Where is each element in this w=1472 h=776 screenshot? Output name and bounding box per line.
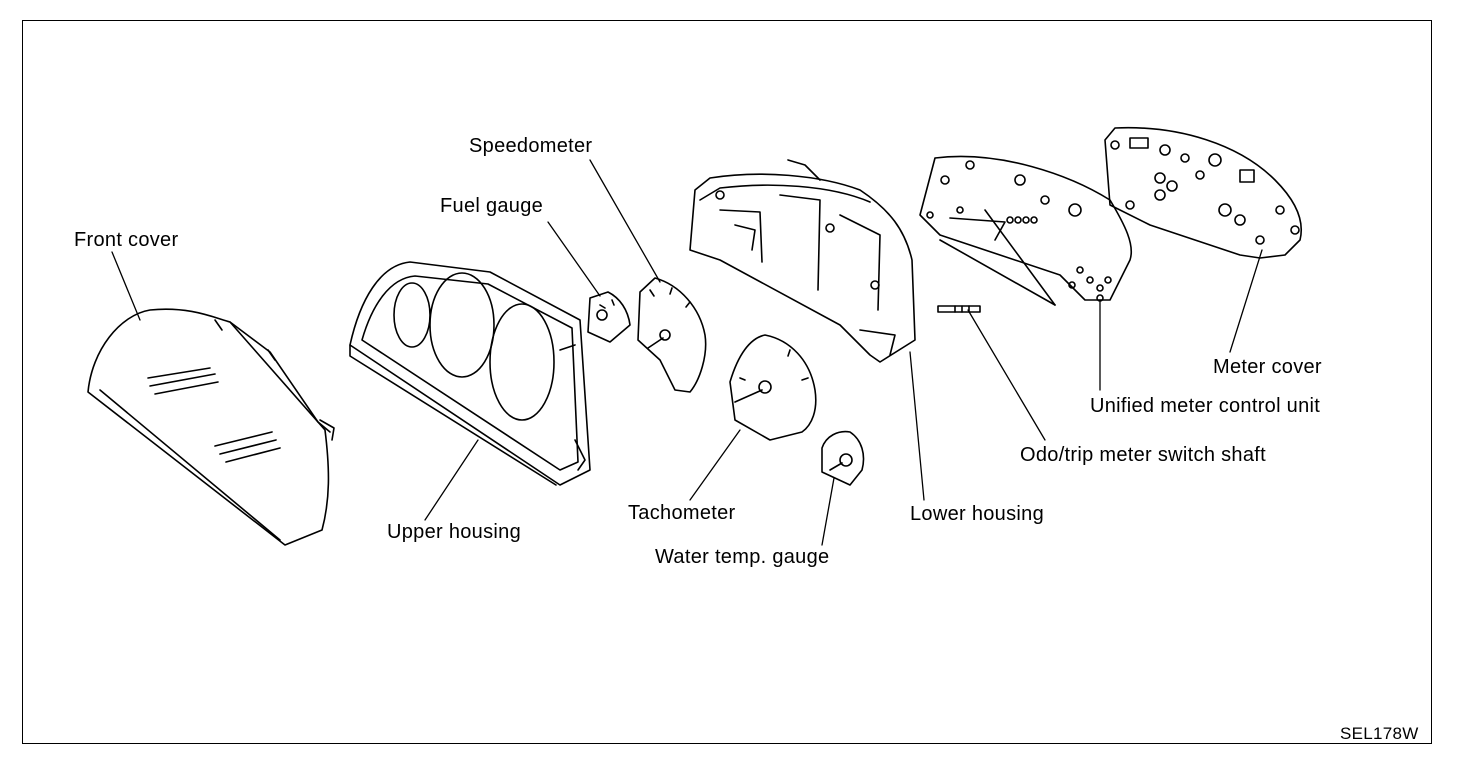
label-water-temp-gauge: Water temp. gauge	[655, 546, 830, 568]
leader-lines	[111, 159, 1263, 546]
upper-housing-part	[349, 261, 591, 486]
diagram-frame	[22, 20, 1432, 744]
tachometer-part	[729, 334, 817, 441]
label-odo-trip-switch-shaft: Odo/trip meter switch shaft	[1020, 444, 1266, 466]
label-front-cover: Front cover	[74, 229, 179, 251]
leader-upper-housing	[424, 439, 479, 521]
leader-speedometer	[589, 159, 661, 283]
leader-lower-housing	[909, 351, 925, 501]
leader-meter-cover	[1229, 249, 1263, 353]
label-upper-housing: Upper housing	[387, 521, 521, 543]
label-speedometer: Speedometer	[469, 135, 593, 157]
label-unified-meter-control-unit: Unified meter control unit	[1090, 395, 1321, 417]
front-cover-part	[87, 308, 335, 546]
speedometer-part	[637, 277, 707, 393]
odo-trip-switch-shaft-part	[937, 305, 981, 313]
label-fuel-gauge: Fuel gauge	[440, 195, 544, 217]
lower-housing-part	[689, 159, 916, 363]
label-lower-housing: Lower housing	[910, 503, 1044, 525]
leader-fuel-gauge	[547, 221, 601, 297]
label-meter-cover: Meter cover	[1213, 356, 1322, 378]
leader-odo-shaft	[967, 309, 1046, 441]
leader-water-temp	[821, 477, 835, 546]
figure-code: SEL178W	[1340, 724, 1419, 743]
leader-front-cover	[111, 251, 141, 321]
meter-cover-part	[1104, 126, 1302, 259]
fuel-gauge-part	[587, 291, 631, 343]
leader-tachometer	[689, 429, 741, 501]
label-tachometer: Tachometer	[628, 502, 736, 524]
water-temp-gauge-part	[821, 430, 865, 486]
unified-meter-control-unit-part	[919, 155, 1133, 306]
